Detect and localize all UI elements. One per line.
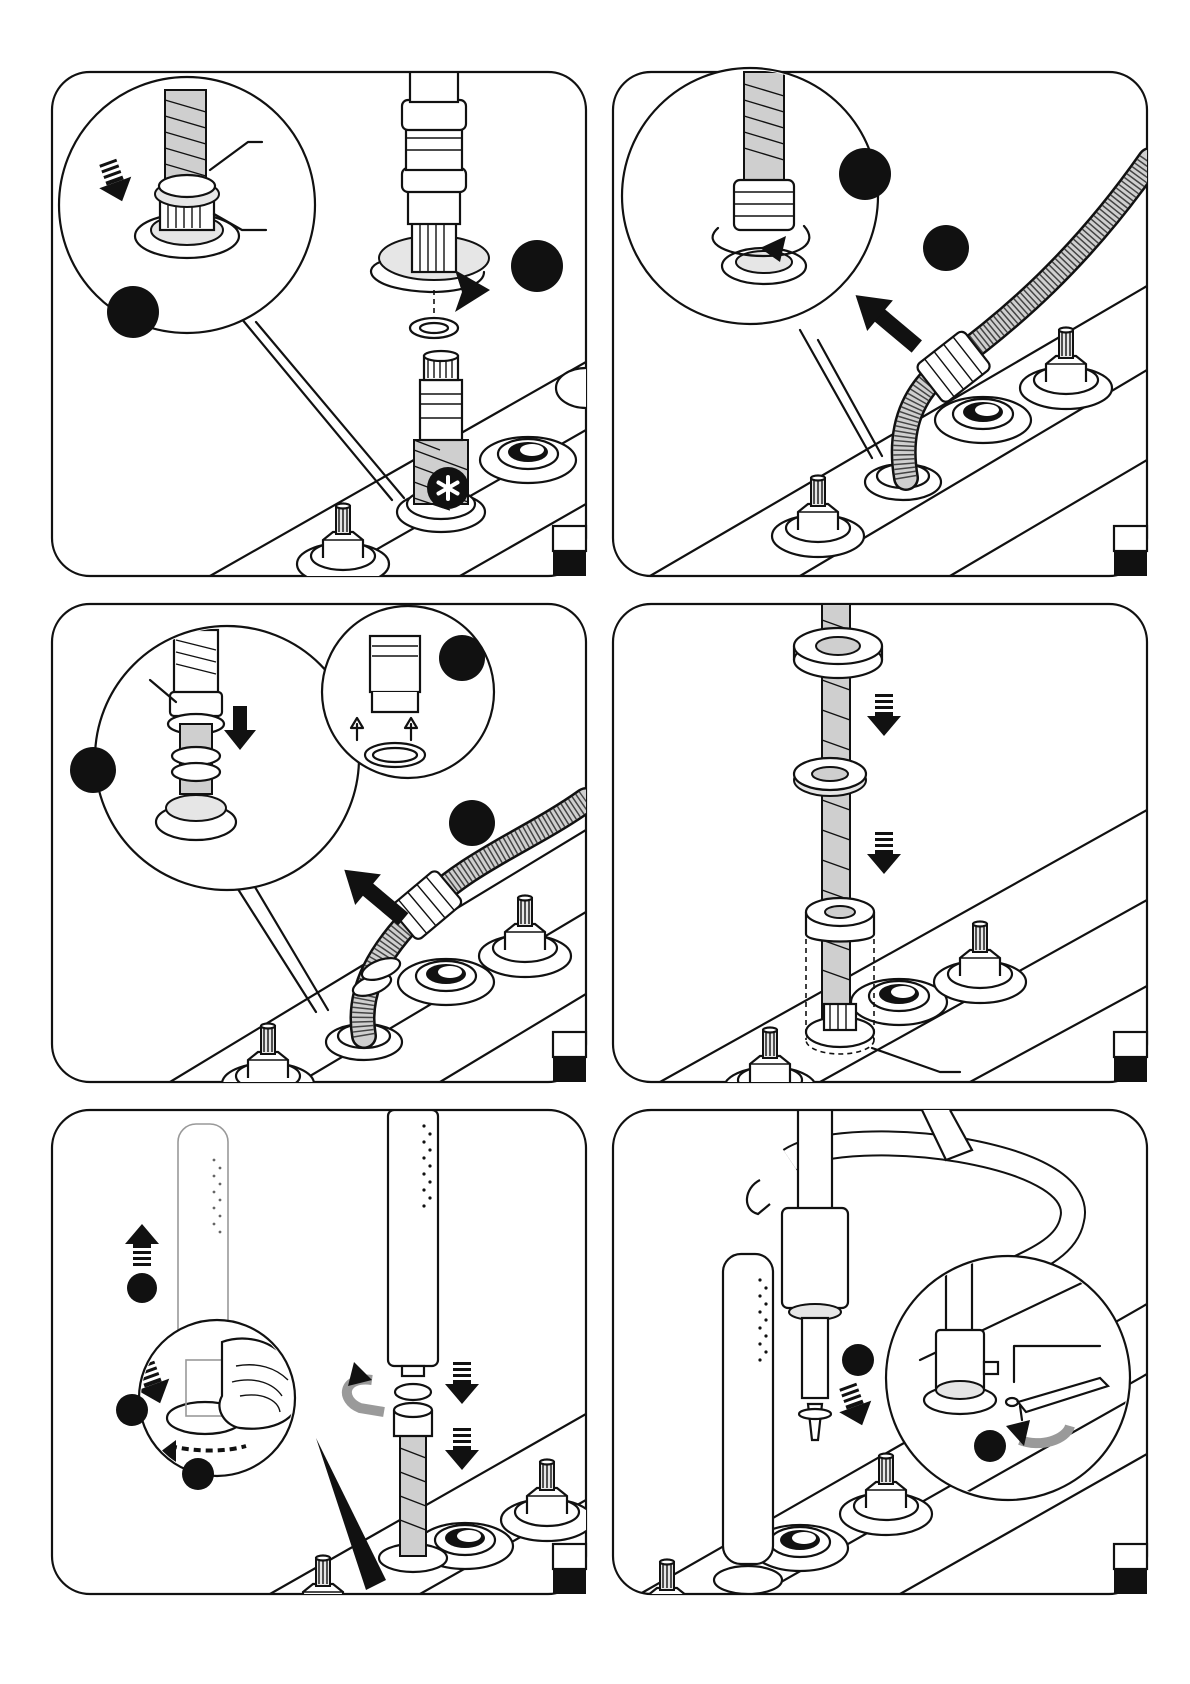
- detail-magnifier: [95, 626, 359, 890]
- page-box-dark: [1114, 1569, 1147, 1594]
- step-marker: [842, 1344, 874, 1376]
- deck-hole: [398, 959, 494, 1005]
- hand-shower: [388, 1110, 438, 1366]
- page-box: [553, 526, 586, 551]
- step-marker: [127, 1273, 157, 1303]
- star-icon: [427, 467, 469, 509]
- page-box-dark: [553, 1569, 586, 1594]
- step-marker: [116, 1394, 148, 1426]
- step-marker: [107, 286, 159, 338]
- washer: [395, 1384, 431, 1400]
- deck-hole: [480, 437, 576, 483]
- panel-6: [613, 1110, 1147, 1641]
- page-box-dark: [1114, 551, 1147, 576]
- page-box: [1114, 1544, 1147, 1569]
- panel-3: [52, 604, 586, 1105]
- page-box: [553, 1032, 586, 1057]
- hand-shower: [723, 1254, 773, 1564]
- page-box: [553, 1544, 586, 1569]
- page-box-dark: [553, 1057, 586, 1082]
- spout-body: [782, 1208, 848, 1308]
- panel-5: [52, 1110, 593, 1637]
- detail-magnifier: [886, 1256, 1130, 1500]
- deck-hole: [851, 979, 947, 1025]
- panel-1: [52, 72, 616, 585]
- page-box: [1114, 1032, 1147, 1057]
- step-marker: [974, 1430, 1006, 1462]
- step-marker: [439, 635, 485, 681]
- step-marker: [182, 1458, 214, 1490]
- page-box: [1114, 526, 1147, 551]
- step-marker: [70, 747, 116, 793]
- step-marker: [449, 800, 495, 846]
- page-box-dark: [1114, 1057, 1147, 1082]
- panel-4: [613, 604, 1147, 1109]
- deck-hole: [935, 397, 1031, 443]
- page-box-dark: [553, 551, 586, 576]
- panel-2: [613, 68, 1150, 576]
- step-marker: [511, 240, 563, 292]
- step-marker: [839, 148, 891, 200]
- step-marker: [923, 225, 969, 271]
